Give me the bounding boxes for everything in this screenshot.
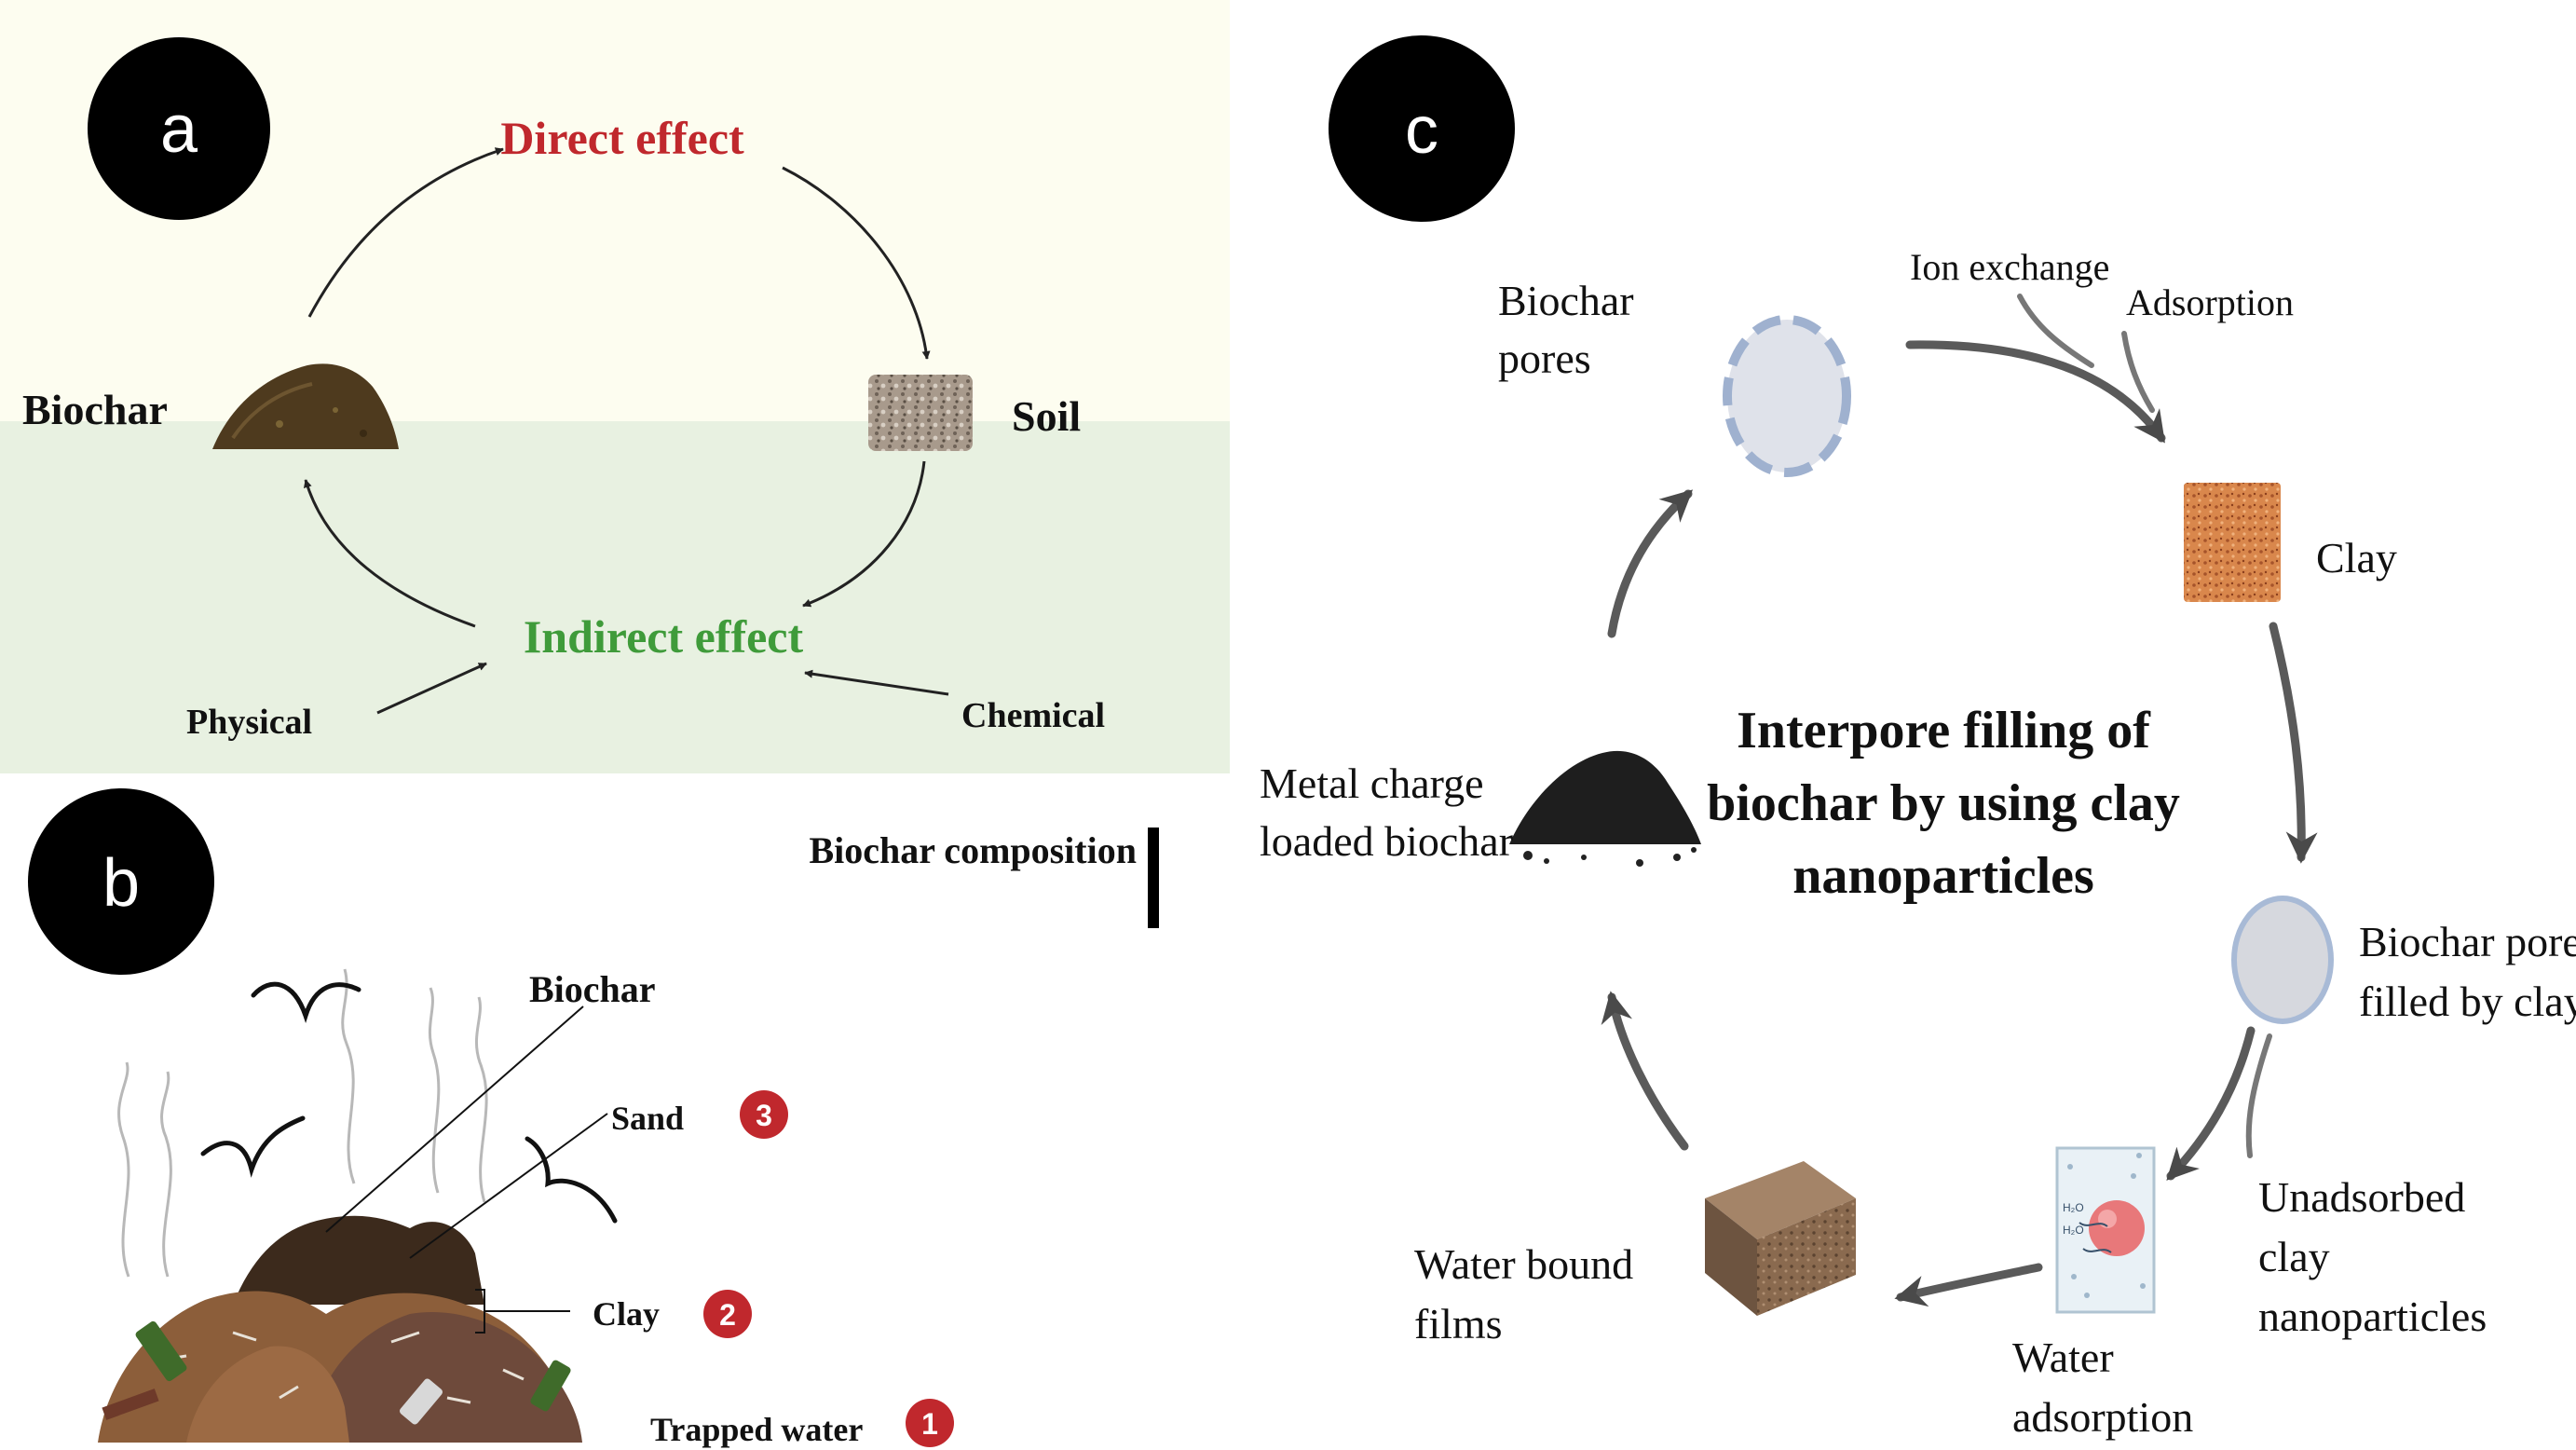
water-adsorption-label-1: Water [2012,1334,2114,1381]
biochar-label-b: Biochar [529,968,656,1010]
panel-b-badge-letter: b [102,846,140,921]
leader-sand [409,1113,608,1259]
arrow-beaker-to-film [1894,1263,2043,1307]
metal-charge-label-2: loaded biochar [1260,817,1513,865]
clay-label-b: Clay [593,1295,660,1333]
arrow-metal-to-pores [1607,489,1694,638]
trapped-water-number: 1 [921,1407,938,1441]
arrow-direct-to-soil [782,166,931,360]
arrow-pores-to-clay [1905,340,2166,444]
bird-icon [200,981,618,1224]
panel-b: b Biochar composition Biochar [28,788,1159,1448]
filled-pore-icon [2231,896,2334,1024]
arrow-physical-to-indirect [376,662,487,715]
water-bound-label-1: Water bound [1414,1240,1633,1288]
sand-number-badge [740,1090,788,1139]
arrow-ion-exchange-merge [2017,294,2094,368]
panel-a-badge-letter: a [160,92,198,167]
chemical-label: Chemical [961,696,1105,735]
arrow-filled-to-beaker [2166,1026,2256,1181]
center-title-line-2: biochar by using clay [1707,774,2180,832]
arrow-soil-to-indirect [802,460,926,608]
biochar-pores-label-2: pores [1498,335,1591,382]
unadsorbed-label-1: Unadsorbed [2258,1173,2465,1221]
physical-label: Physical [186,703,312,742]
clay-block-icon [2184,483,2281,602]
adsorption-label: Adsorption [2126,281,2294,323]
metal-charge-label-1: Metal charge [1260,759,1484,807]
ion-exchange-label: Ion exchange [1910,246,2109,288]
soil-label: Soil [1012,392,1081,440]
clay-label-c: Clay [2316,534,2397,581]
arrow-clay-to-filled [2269,622,2318,864]
center-title-line-1: Interpore filling of [1737,702,2151,759]
biochar-composition-heading: Biochar composition [809,829,1137,871]
beaker-label-1: H₂O [2063,1201,2084,1214]
trapped-water-label: Trapped water [650,1411,863,1448]
trapped-water-number-badge [906,1399,954,1447]
sand-number: 3 [756,1099,772,1132]
clay-bracket [475,1289,570,1334]
panel-c: c Interpore filling of biochar by using … [1260,35,2576,1441]
arrow-biochar-to-direct [307,147,504,318]
steam-icon [117,968,488,1278]
heading-bar [1148,828,1159,928]
direct-effect-label: Direct effect [500,112,744,164]
panel-a: a Direct effect Indirect effect Biochar … [0,0,1230,773]
sand-label: Sand [611,1100,684,1137]
soil-block-icon [868,375,973,451]
metal-biochar-pile-icon [1509,750,1701,867]
unadsorbed-label-2: clay [2258,1233,2330,1280]
panel-a-background-bottom [0,421,1230,773]
water-adsorption-label-2: adsorption [2012,1393,2193,1441]
panel-c-badge [1329,35,1515,222]
biochar-pore-icon [1723,315,1851,477]
panel-a-badge [88,37,270,220]
arrow-adsorption-merge [2121,331,2155,413]
clay-number: 2 [719,1298,736,1332]
biochar-pile-icon [212,363,399,449]
pores-filled-label-2: filled by clay [2359,978,2576,1025]
soil-pile-illustration [98,1215,582,1443]
leader-biochar [325,1005,584,1233]
arrow-filled-to-unadsorbed [2245,1033,2272,1158]
arrow-chemical-to-indirect [804,669,949,696]
indirect-effect-label: Indirect effect [524,610,804,663]
panel-b-badge [28,788,214,975]
biochar-label-a: Biochar [22,386,168,433]
panel-c-badge-letter: c [1405,93,1438,168]
water-bound-film-icon [1705,1161,1856,1316]
arrow-film-to-metal [1601,991,1689,1151]
arrow-indirect-to-biochar [303,479,476,628]
unadsorbed-label-3: nanoparticles [2258,1293,2487,1340]
center-title-line-3: nanoparticles [1792,847,2094,905]
water-bound-label-2: films [1414,1300,1503,1347]
clay-number-badge [703,1290,752,1338]
beaker-label-2: H₂O [2063,1224,2084,1237]
biochar-pores-label-1: Biochar [1498,277,1634,324]
water-beaker-icon: H₂O H₂O [2055,1146,2156,1314]
pores-filled-label-1: Biochar pores [2359,918,2576,965]
